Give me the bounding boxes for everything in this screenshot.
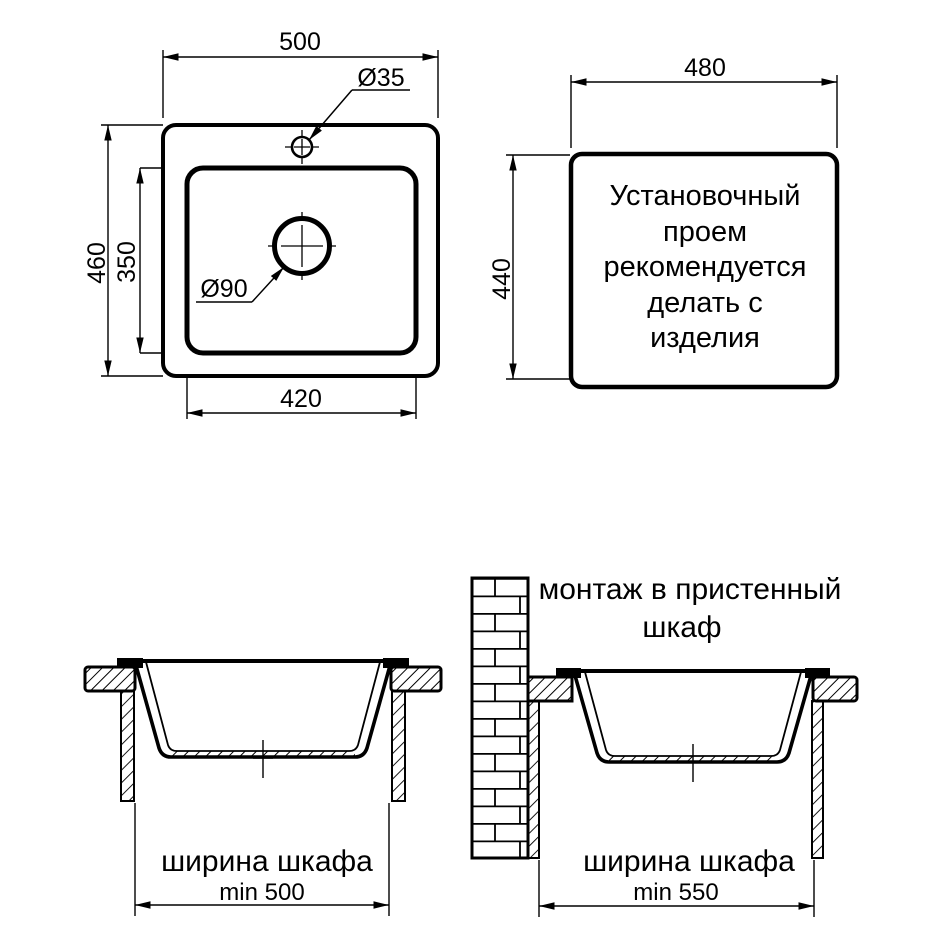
countertop-left [83,665,137,693]
base-cabinet-section: ширина шкафа min 500 [83,658,443,916]
drain-hole-label: Ø90 [200,275,247,303]
dim-overall-width [162,50,439,118]
cabinet-wall-left [120,690,135,802]
cutout-note-line: изделия [650,322,760,354]
cabinet-width-caption: ширина шкафа [161,845,373,878]
cabinet-min-width-label: min 550 [633,879,718,906]
wall-cabinet-section: монтаж в пристенный шкаф ширина шкафа mi… [470,573,859,917]
faucet-hole-crosshair [285,130,319,164]
dim-label-500: 500 [279,28,321,56]
view-title-line-1: монтаж в пристенный [539,573,842,606]
dim-cutout-width [570,75,838,148]
cutout-rect [568,151,840,390]
dim-cabinet-width [134,803,390,916]
sink-flange-right [805,668,830,678]
dim-cutout-height [506,154,570,380]
countertop-left [526,675,574,703]
cutout-note-line: рекомендуется [604,251,807,283]
faucet-hole-label: Ø35 [357,64,404,92]
dim-label-420: 420 [280,385,322,413]
view-title-line-2: шкаф [642,611,721,644]
cabinet-wall-left [527,700,540,859]
brick-wall [470,576,530,860]
faucet-hole: Ø35 [285,64,410,164]
cutout-note: Установочный проем рекомендуется делать … [604,180,807,354]
cabinet-wall-right [811,700,824,859]
cutout-note-line: делать с [647,287,762,319]
cutout-note-line: проем [663,216,747,248]
drain-hole: Ø90 [196,212,336,303]
countertop-right [811,675,859,703]
drain-centerline [683,744,703,782]
sink-flange-left [556,668,581,678]
sink-flange-right [383,658,409,668]
dim-label-480: 480 [684,54,726,82]
countertop-right [389,665,443,693]
cabinet-min-width-label: min 500 [219,879,304,906]
dim-cabinet-width [538,860,815,917]
cutout-view: 480 440 Установочный проем рекомендуется… [488,54,840,390]
cabinet-wall-right [391,690,406,802]
dim-overall-depth [101,124,163,377]
sink-top-view: 500 460 350 420 [83,28,440,419]
dim-label-350: 350 [113,241,141,283]
cutout-note-line: Установочный [610,180,801,212]
bowl-inner-profile [584,671,802,757]
drain-centerline [253,740,273,778]
dim-label-460: 460 [83,242,111,284]
drain-hole-leader [196,266,285,303]
faucet-hole-leader [308,89,410,141]
bowl-inner-profile [145,661,381,752]
sink-flange-left [117,658,143,668]
drain-hole-crosshair [268,212,336,280]
dim-label-440: 440 [488,258,516,300]
cabinet-width-caption: ширина шкафа [583,845,795,878]
